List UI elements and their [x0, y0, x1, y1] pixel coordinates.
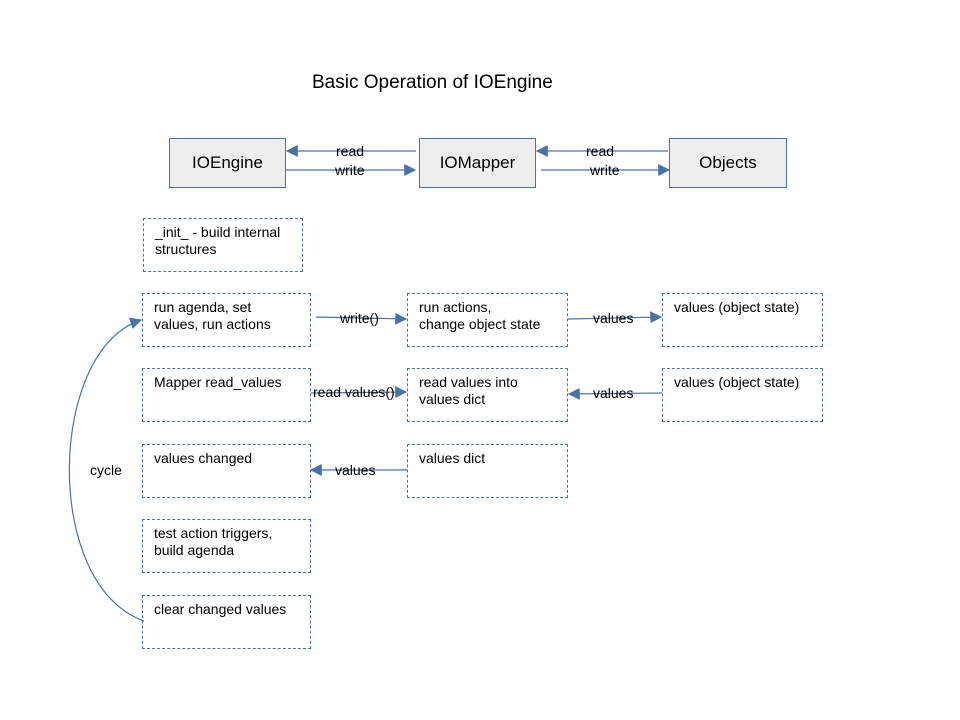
- read-values-step-box: read values into values dict: [407, 368, 568, 422]
- values-from-objects-label: values: [593, 385, 634, 401]
- arrow-values-from-objects: [567, 387, 663, 400]
- iomapper-box: IOMapper: [419, 138, 536, 188]
- arrow-read-values-call: [310, 386, 408, 399]
- right-write-label: write: [590, 162, 620, 178]
- object-state-box-1: values (object state): [662, 293, 823, 347]
- run-agenda-step-box: run agenda, set values, run actions: [142, 293, 311, 347]
- write-call-label: write(): [340, 310, 379, 326]
- values-to-objects-label: values: [593, 310, 634, 326]
- objects-box: Objects: [669, 138, 787, 188]
- values-dict-step-box: values dict: [407, 444, 568, 498]
- left-read-label: read: [336, 143, 365, 159]
- init-step-box: _init_ - build internal structures: [143, 218, 303, 272]
- diagram-title: Basic Operation of IOEngine: [312, 72, 553, 93]
- values-to-engine-label: values: [335, 462, 376, 478]
- arrow-write-call: [315, 312, 408, 325]
- object-state-box-2: values (object state): [662, 368, 823, 422]
- ioengine-box: IOEngine: [169, 138, 286, 188]
- clear-changed-step-box: clear changed values: [142, 595, 311, 649]
- cycle-label: cycle: [90, 462, 122, 478]
- values-changed-step-box: values changed: [142, 444, 311, 498]
- left-write-label: write: [335, 162, 365, 178]
- mapper-read-step-box: Mapper read_values: [142, 368, 311, 422]
- cycle-curve-arrow: [68, 317, 145, 622]
- arrow-values-to-objects: [567, 311, 663, 324]
- run-actions-step-box: run actions, change object state: [407, 293, 568, 347]
- test-triggers-step-box: test action triggers, build agenda: [142, 519, 311, 573]
- right-read-label: read: [586, 143, 615, 159]
- read-values-call-label: read values(): [313, 384, 395, 400]
